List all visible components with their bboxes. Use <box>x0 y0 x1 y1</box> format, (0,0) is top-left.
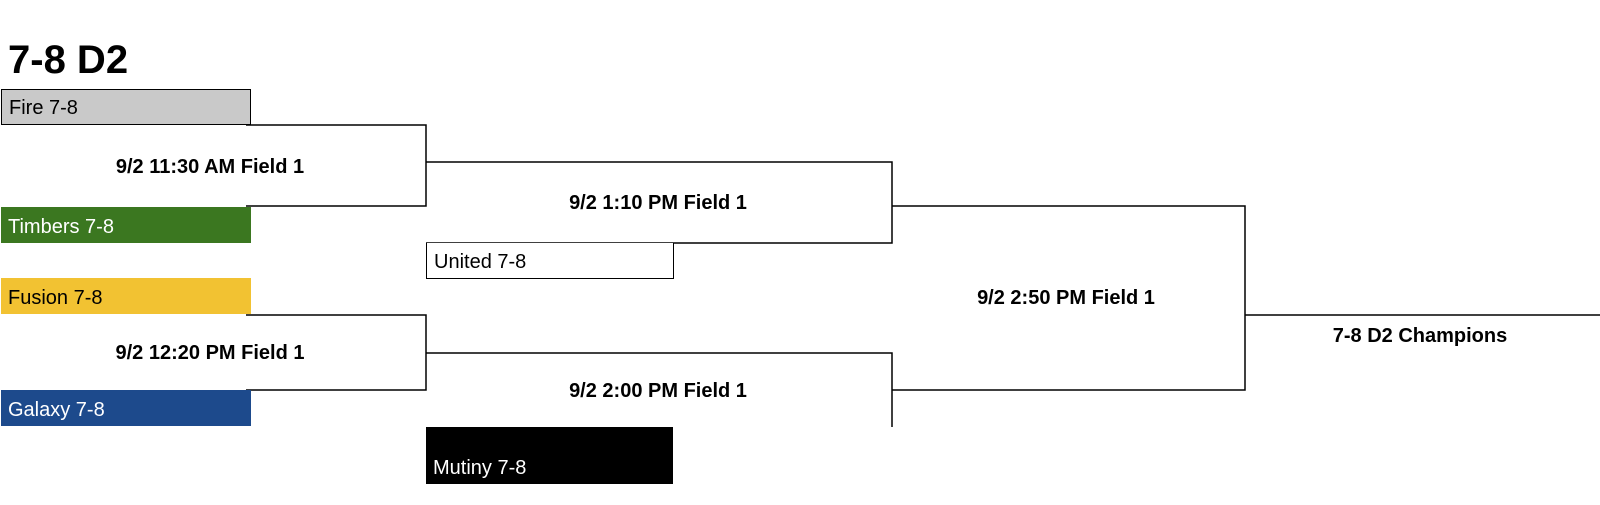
champions-label: 7-8 D2 Champions <box>1332 325 1508 347</box>
game-2-label: 9/2 12:20 PM Field 1 <box>115 342 305 364</box>
team-fire-label: Fire 7-8 <box>9 97 78 119</box>
final-game-label: 9/2 2:50 PM Field 1 <box>977 287 1155 309</box>
team-galaxy: Galaxy 7-8 <box>1 390 251 426</box>
team-fire: Fire 7-8 <box>1 89 251 125</box>
team-mutiny-label: Mutiny 7-8 <box>433 457 527 479</box>
team-united: United 7-8 <box>426 243 674 279</box>
bracket-title: 7-8 D2 <box>8 38 129 82</box>
game-3-label: 9/2 1:10 PM Field 1 <box>569 192 747 214</box>
team-fusion: Fusion 7-8 <box>1 278 251 314</box>
game-1-label: 9/2 11:30 AM Field 1 <box>115 156 305 178</box>
team-united-label: United 7-8 <box>434 251 527 273</box>
team-timbers-label: Timbers 7-8 <box>8 216 114 238</box>
team-galaxy-label: Galaxy 7-8 <box>8 399 105 421</box>
team-fusion-label: Fusion 7-8 <box>8 287 103 309</box>
game-4-label: 9/2 2:00 PM Field 1 <box>569 380 747 402</box>
team-timbers: Timbers 7-8 <box>1 207 251 243</box>
team-mutiny: Mutiny 7-8 <box>426 427 673 484</box>
